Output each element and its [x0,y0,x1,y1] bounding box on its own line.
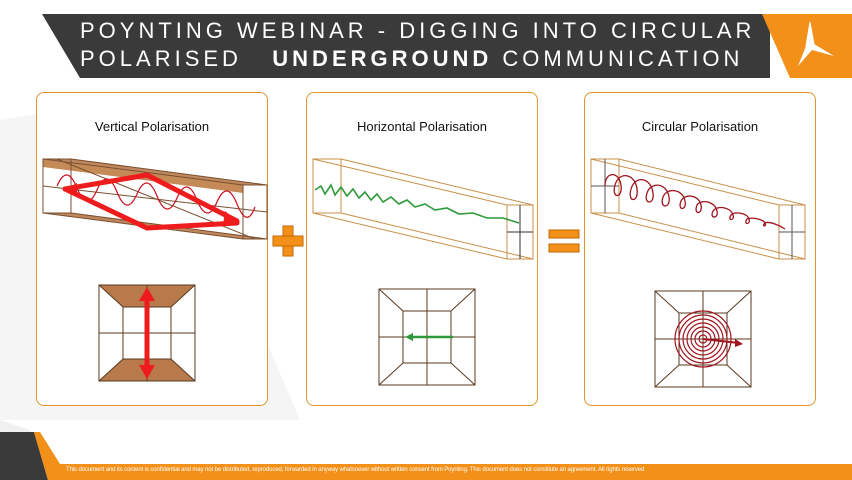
footer-disclaimer: This document and its content is confide… [66,467,645,473]
circular-polarisation-diagram [590,158,806,388]
page-title-line1: POYNTING WEBINAR - DIGGING INTO CIRCULAR [80,18,756,43]
poynting-logo-icon [798,21,834,66]
footer-bar [0,432,852,480]
equals-icon [548,229,580,253]
plus-icon [272,225,304,257]
panel-circular-polarisation: Circular Polarisation [584,92,816,406]
title-bold: UNDERGROUND [272,46,493,71]
panel-horizontal-polarisation: Horizontal Polarisation [306,92,538,406]
title-pre: POLARISED [80,46,242,71]
horizontal-polarisation-diagram [312,158,534,386]
panel-title: Vertical Polarisation [94,119,210,134]
panel-title: Horizontal Polarisation [356,119,488,134]
vertical-polarisation-diagram [42,158,268,382]
panel-title: Circular Polarisation [641,119,759,134]
page-title-line2: POLARISED UNDERGROUND COMMUNICATION [80,46,743,72]
panel-vertical-polarisation: Vertical Polarisation [36,92,268,406]
header-banner [0,14,852,78]
title-post: COMMUNICATION [502,46,744,71]
